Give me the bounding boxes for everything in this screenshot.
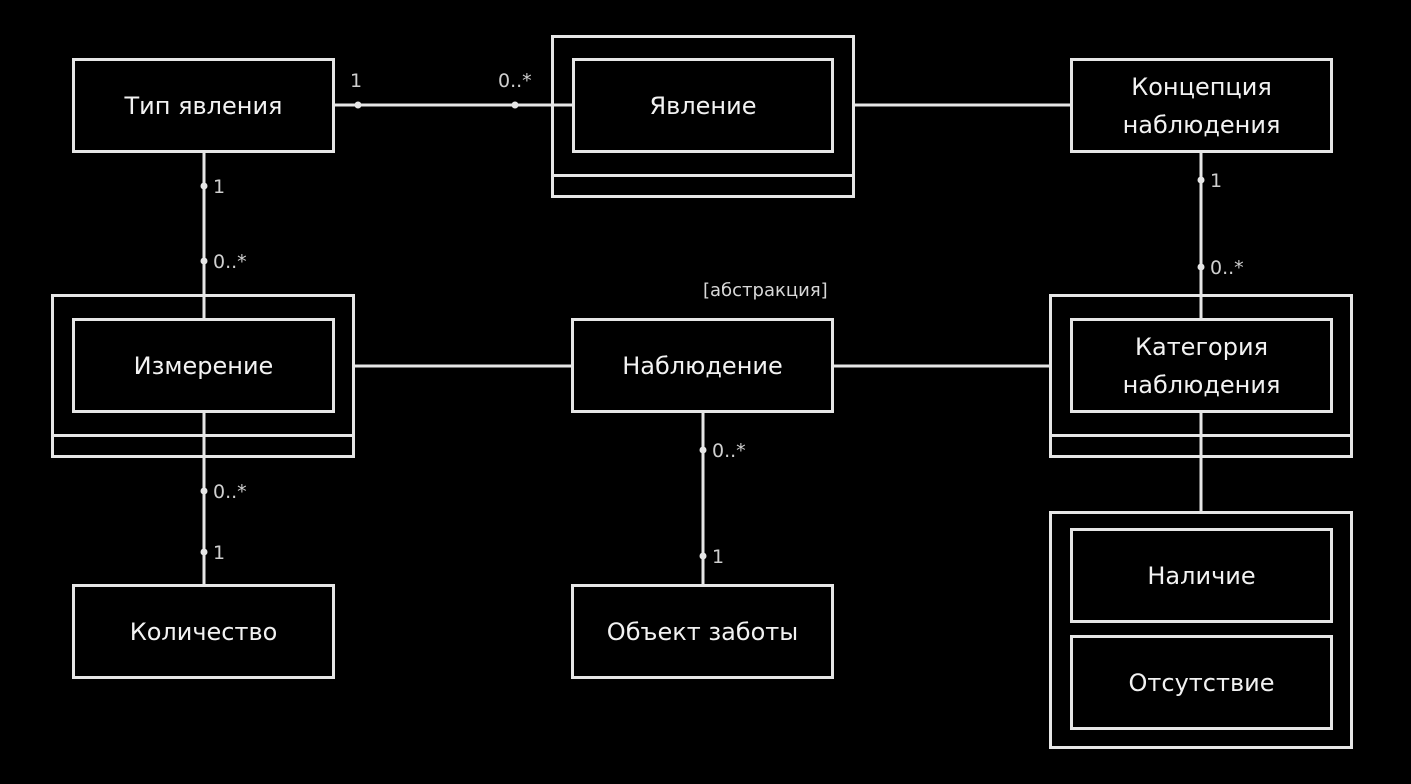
multiplicity-label: 0..*	[1210, 257, 1244, 279]
class-phenomenon-outer	[551, 35, 855, 198]
mult-dot	[200, 182, 208, 190]
class-observation-category-inner	[1070, 318, 1333, 413]
class-phenomenon-compartment	[551, 174, 855, 177]
multiplicity-label: 1	[213, 542, 226, 564]
class-phenomenon-type	[72, 58, 335, 153]
class-quantity	[72, 584, 335, 679]
class-measurement-label: Измерение	[133, 351, 274, 380]
mult-dot	[699, 552, 707, 560]
mult-dot	[699, 446, 707, 454]
class-object-of-care-label: Объект заботы	[606, 617, 799, 646]
multiplicity-label: 0..*	[712, 440, 746, 462]
class-observation-concept	[1070, 58, 1333, 153]
enum-values-container	[1049, 511, 1353, 749]
multiplicity-label: 1	[350, 70, 363, 92]
class-observation-category-compartment	[1049, 434, 1353, 437]
abstract-annotation: [абстракция]	[703, 280, 828, 301]
class-measurement-outer	[51, 294, 355, 458]
class-absence	[1070, 635, 1333, 730]
class-presence	[1070, 528, 1333, 623]
class-observation	[571, 318, 834, 413]
class-phenomenon-inner	[572, 58, 834, 153]
multiplicity-label: 1	[213, 176, 226, 198]
class-measurement-compartment	[51, 434, 355, 437]
class-observation-category-outer	[1049, 294, 1353, 458]
mult-dot	[1197, 176, 1205, 184]
mult-dot	[511, 101, 519, 109]
multiplicity-label: 0..*	[498, 70, 532, 92]
mult-dot	[1197, 263, 1205, 271]
mult-dot	[200, 257, 208, 265]
multiplicity-label: 0..*	[213, 251, 247, 273]
mult-dot	[200, 487, 208, 495]
class-phenomenon-type-label: Тип явления	[124, 91, 283, 120]
multiplicity-label: 1	[712, 546, 725, 568]
multiplicity-label: 0..*	[213, 481, 247, 503]
class-absence-label: Отсутствие	[1128, 668, 1275, 697]
class-observation-concept-label: Концепция наблюдения	[1122, 72, 1281, 139]
class-observation-category-label: Категория наблюдения	[1122, 332, 1281, 399]
class-presence-label: Наличие	[1147, 561, 1256, 590]
multiplicity-label: 1	[1210, 170, 1223, 192]
mult-dot	[354, 101, 362, 109]
class-phenomenon-label: Явление	[649, 91, 757, 120]
mult-dot	[200, 548, 208, 556]
class-quantity-label: Количество	[129, 617, 278, 646]
class-object-of-care	[571, 584, 834, 679]
class-observation-label: Наблюдение	[622, 351, 783, 380]
class-measurement-inner	[72, 318, 335, 413]
